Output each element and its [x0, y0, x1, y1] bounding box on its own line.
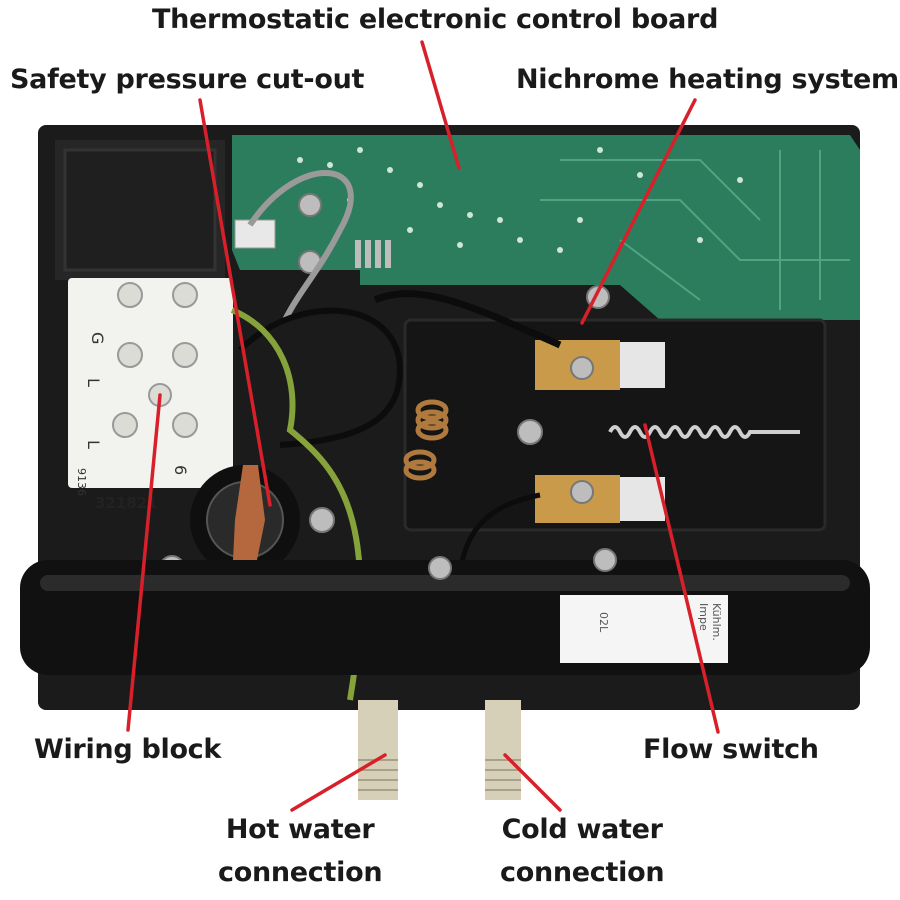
pcb-connector: [234, 219, 276, 249]
pointer-safety-cutout: [198, 98, 272, 507]
pcb-solder-dots: [297, 147, 743, 253]
element-screw: [570, 480, 594, 504]
pointer-hot-water: [290, 753, 387, 812]
hot-water-pipe: [358, 700, 398, 800]
heating-element-upper-insulator: [620, 342, 665, 388]
terminal-label-l2: L: [84, 440, 103, 449]
cold-water-pipe: [485, 700, 521, 800]
label-control-board: Thermostatic electronic control board: [152, 4, 719, 35]
terminal-label-l1: L: [84, 378, 103, 387]
sticker-text-bottom: 02L: [597, 612, 610, 633]
pcb-heatsink: [355, 240, 391, 268]
terminal-label-g: G: [88, 332, 107, 344]
wire-grey: [247, 170, 354, 322]
terminal-label-6: 6: [171, 465, 190, 475]
label-cold-water-line2: connection: [500, 857, 665, 888]
label-safety-cutout: Safety pressure cut-out: [10, 64, 365, 95]
pcb-screw: [298, 193, 322, 217]
pcb-traces: [540, 150, 850, 310]
sticker-text-mid: Impe: [697, 603, 710, 631]
spring-anchor-screw: [517, 419, 543, 445]
label-cold-water: Cold water connection: [500, 814, 665, 888]
chamber-screw: [428, 556, 452, 580]
wire-black-1: [373, 290, 562, 349]
label-hot-water-line1: Hot water: [225, 814, 375, 845]
pointer-heating-system: [580, 98, 697, 325]
pointer-flow-switch: [643, 423, 720, 734]
label-wiring-block: Wiring block: [34, 734, 222, 765]
chamber-screw: [593, 548, 617, 572]
label-hot-water-line2: connection: [218, 857, 383, 888]
sticker-text-top: Kühlm.: [710, 603, 723, 641]
chamber-highlight: [40, 575, 850, 591]
label-cold-water-line1: Cold water: [501, 814, 663, 845]
wire-black-2: [237, 307, 404, 448]
control-board: [232, 135, 860, 320]
label-hot-water: Hot water connection: [218, 814, 383, 888]
element-screw: [570, 356, 594, 380]
wiring-block-screws: [112, 282, 198, 438]
pointer-lines: [126, 40, 720, 812]
terminal-code-9136: 9136: [75, 468, 88, 496]
housing-inner-frame: [63, 148, 217, 272]
pointer-wiring-block: [126, 393, 162, 732]
coil-springs: [403, 399, 449, 481]
cutout-screw: [309, 507, 335, 533]
pointer-cold-water: [503, 753, 562, 812]
pointer-control-board: [420, 40, 461, 170]
label-heating-system: Nichrome heating system: [516, 64, 899, 95]
label-flow-switch: Flow switch: [643, 734, 819, 765]
part-number: 321821: [95, 494, 158, 512]
flow-switch-spring: [608, 425, 800, 439]
